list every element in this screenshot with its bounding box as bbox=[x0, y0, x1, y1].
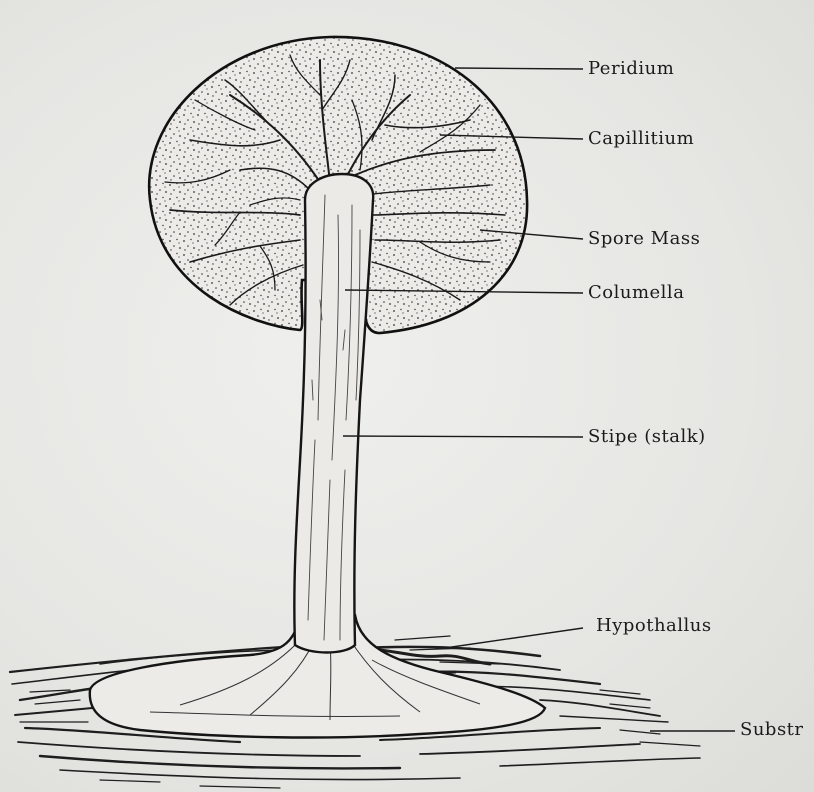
label-spore-mass: Spore Mass bbox=[588, 228, 700, 249]
label-substrate: Substr bbox=[740, 719, 804, 740]
label-columella: Columella bbox=[588, 282, 684, 303]
label-capillitium: Capillitium bbox=[588, 128, 694, 149]
label-hypothallus: Hypothallus bbox=[596, 615, 712, 636]
stipe-stalk bbox=[294, 174, 373, 653]
label-peridium: Peridium bbox=[588, 58, 674, 79]
label-stipe: Stipe (stalk) bbox=[588, 426, 706, 447]
